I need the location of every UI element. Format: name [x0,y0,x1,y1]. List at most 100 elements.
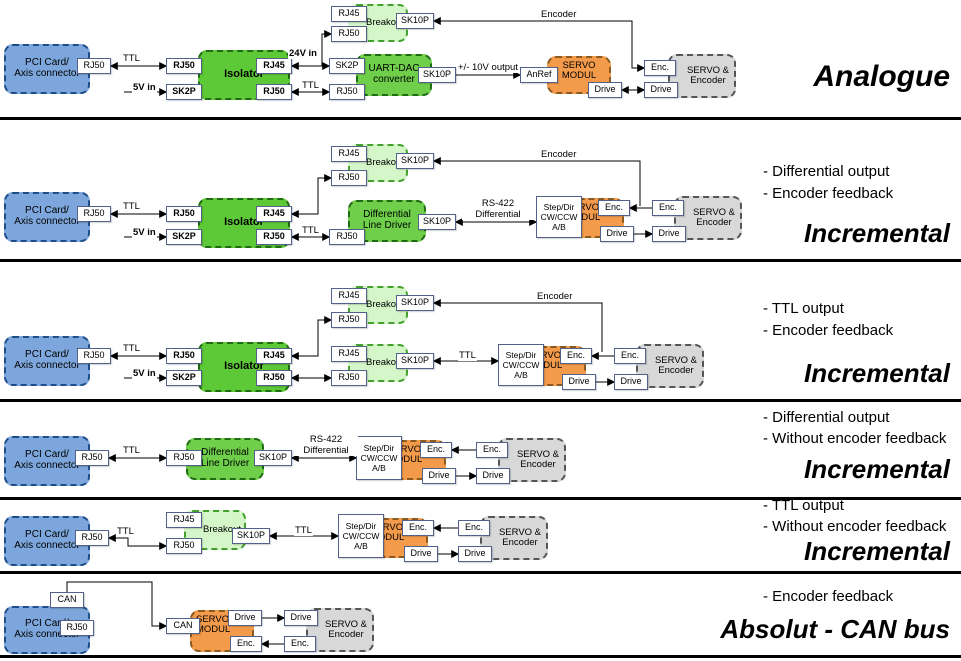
incremental-ttl-fb-breakout2-rj45-port: RJ45 [331,346,367,362]
incremental-ttl-nofb-servo-drive-port: Drive [458,546,492,562]
incremental-diff-fb-breakout-rj45-port: RJ45 [331,146,367,162]
absolut-can-title: Absolut - CAN bus [720,614,950,644]
incremental-ttl-fb-title: Incremental [804,358,950,388]
incremental-ttl-nofb-breakout-sk10p-port: SK10P [232,528,270,544]
section-separator [0,399,961,402]
incremental-ttl-fb-pci-card: PCI Card/ Axis connector [4,336,90,386]
incremental-ttl-fb-modul-drive-port: Drive [562,374,596,390]
incremental-diff-fb-title: Incremental [804,218,950,248]
analogue-uart-sk10p-port: SK10P [418,67,456,83]
analogue-breakout-sk10p-port: SK10P [396,13,434,29]
analogue-supply-24v-label: 24V in [288,48,318,59]
analogue-encoder-label: Encoder [540,9,578,20]
incremental-diff-fb-isolator-rj45-port: RJ45 [256,206,292,222]
incremental-ttl-fb-supply-5v-label: 5V in [132,368,157,379]
analogue-output-10v-label: +/- 10V output [457,62,519,73]
section-separator [0,571,961,574]
incremental-ttl-fb-pci-rj50-port: RJ50 [77,348,111,364]
analogue-breakout-rj50-port: RJ50 [331,26,367,42]
analogue-modul-drive-port: Drive [588,82,622,98]
incremental-diff-fb-isolator-sk2p-port: SK2P [166,229,202,245]
absolut-can-servo-enc-port: Enc. [284,636,316,652]
incremental-diff-fb-servo-enc-port: Enc. [652,200,684,216]
incremental-ttl-fb-breakout-rj45-port: RJ45 [331,288,367,304]
incremental-diff-fb-isolator-rj50-in-port: RJ50 [166,206,202,222]
absolut-can-servo-drive-port: Drive [284,610,318,626]
incremental-diff-fb-pci-rj50-port: RJ50 [77,206,111,222]
incremental-diff-nofb-note-1: - Differential output [763,409,890,426]
absolut-can-pci-can-port: CAN [50,592,84,608]
analogue-isolator-rj50-out-port: RJ50 [256,84,292,100]
incremental-ttl-fb-isolator-sk2p-port: SK2P [166,370,202,386]
incremental-ttl-fb-breakout2-rj50-port: RJ50 [331,370,367,386]
incremental-diff-fb-diff-line-driver: Differential Line Driver [348,200,426,242]
incremental-diff-nofb-note-2: - Without encoder feedback [763,430,947,447]
incremental-diff-fb-encoder-label: Encoder [540,149,578,160]
section-separator [0,117,961,120]
incremental-ttl-nofb-stepdir-port: Step/Dir CW/CCW A/B [338,514,384,558]
incremental-ttl-nofb-modul-drive-port: Drive [404,546,438,562]
incremental-ttl-fb-ttl-label-2: TTL [458,350,477,361]
absolut-can-wires [66,581,286,648]
analogue-wires [109,17,646,96]
incremental-diff-nofb-rs422-label: RS-422 Differential [294,434,358,456]
incremental-diff-nofb-pci-rj50-port: RJ50 [75,450,109,466]
section-separator [0,497,961,500]
incremental-diff-fb-isolator-rj50-out-port: RJ50 [256,229,292,245]
incremental-ttl-fb-note-2: - Encoder feedback [763,322,894,339]
incremental-diff-fb-rs422-label: RS-422 Differential [462,198,534,220]
incremental-diff-fb-stepdir-port: Step/Dir CW/CCW A/B [536,196,582,238]
analogue-ttl-label: TTL [122,53,141,64]
incremental-ttl-nofb-ttl-label: TTL [116,526,135,537]
incremental-diff-fb-modul-drive-port: Drive [600,226,634,242]
absolut-can-modul-drive-port: Drive [228,610,262,626]
incremental-ttl-nofb-title: Incremental [804,536,950,566]
incremental-ttl-nofb-breakout-rj45-port: RJ45 [166,512,202,528]
incremental-ttl-nofb-servo-enc-port: Enc. [458,520,490,536]
incremental-diff-fb-note-1: - Differential output [763,163,890,180]
incremental-diff-nofb-title: Incremental [804,454,950,484]
absolut-can-note-1: - Encoder feedback [763,588,894,605]
incremental-ttl-nofb-pci-rj50-port: RJ50 [75,530,109,546]
analogue-title: Analogue [813,60,950,93]
incremental-ttl-fb-stepdir-port: Step/Dir CW/CCW A/B [498,344,544,386]
incremental-diff-nofb-dld-sk10p-port: SK10P [254,450,292,466]
analogue-isolator-sk2p-port: SK2P [166,84,202,100]
analogue-anref-port: AnRef [520,67,558,83]
section-separator [0,259,961,262]
incremental-diff-fb-breakout-rj50-port: RJ50 [331,170,367,186]
analogue-isolator-rj50-in-port: RJ50 [166,58,202,74]
incremental-diff-nofb-wires [107,446,478,480]
incremental-diff-fb-pci-card: PCI Card/ Axis connector [4,192,90,242]
incremental-diff-fb-note-2: - Encoder feedback [763,185,894,202]
incremental-ttl-fb-isolator-rj50-in-port: RJ50 [166,348,202,364]
analogue-breakout-rj45-port: RJ45 [331,6,367,22]
incremental-ttl-fb-modul-enc-port: Enc. [560,348,592,364]
incremental-diff-fb-ttl-label-2: TTL [301,225,320,236]
incremental-ttl-nofb-modul-enc-port: Enc. [402,520,434,536]
analogue-uart-rj50-port: RJ50 [329,84,365,100]
analogue-supply-5v-label: 5V in [132,82,157,93]
analogue-pci-card: PCI Card/ Axis connector [4,44,90,94]
incremental-ttl-fb-encoder-label: Encoder [536,291,574,302]
incremental-diff-fb-dld-rj50-port: RJ50 [329,229,365,245]
section-separator [0,655,961,658]
incremental-ttl-fb-breakout-rj50-port: RJ50 [331,312,367,328]
incremental-ttl-fb-breakout-sk10p-port: SK10P [396,295,434,311]
incremental-diff-nofb-modul-drive-port: Drive [422,468,456,484]
incremental-ttl-nofb-wires [107,524,460,558]
absolut-can-pci-rj50-port: RJ50 [60,620,94,636]
incremental-ttl-nofb-note-2: - Without encoder feedback [763,518,947,535]
analogue-isolator-rj45-port: RJ45 [256,58,292,74]
incremental-diff-fb-supply-5v-label: 5V in [132,227,157,238]
incremental-diff-nofb-modul-enc-port: Enc. [420,442,452,458]
incremental-ttl-fb-breakout2-sk10p-port: SK10P [396,353,434,369]
incremental-ttl-fb-servo-drive-port: Drive [614,374,648,390]
analogue-servo-and-encoder: SERVO & Encoder [668,54,736,98]
incremental-diff-fb-dld-sk10p-port: SK10P [418,214,456,230]
incremental-ttl-fb-servo-enc-port: Enc. [614,348,646,364]
incremental-ttl-fb-ttl-label: TTL [122,343,141,354]
incremental-diff-fb-ttl-label: TTL [122,201,141,212]
incremental-diff-nofb-dld-rj50-port: RJ50 [166,450,202,466]
